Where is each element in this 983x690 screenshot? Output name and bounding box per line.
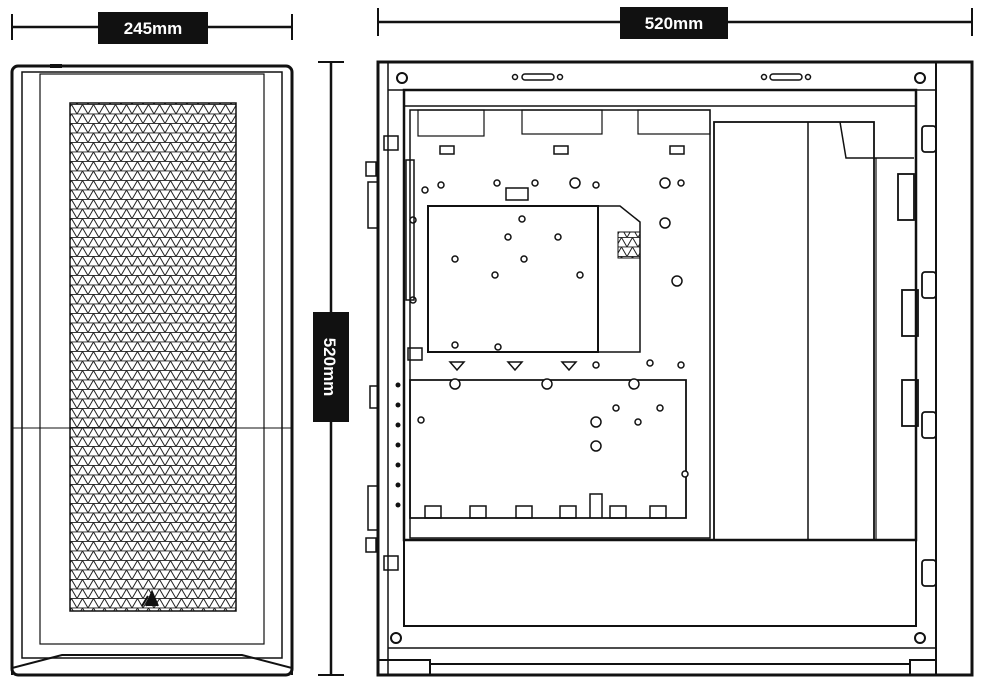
lower-cutout [409, 379, 687, 519]
cpu-cutout [427, 205, 599, 353]
corner-screws [390, 72, 926, 644]
standoffs [409, 177, 689, 478]
side-feet [377, 659, 936, 675]
height-dimension: 520mm [313, 61, 349, 676]
front-mesh-panel [69, 102, 237, 612]
front-feet [11, 654, 293, 675]
case-side-view [365, 60, 974, 677]
height-label: 520mm [320, 338, 339, 397]
width-label: 245mm [124, 19, 183, 38]
length-dimension: 520mm [377, 7, 973, 39]
width-dimension: 245mm [11, 12, 293, 44]
psu-chamber [403, 539, 917, 627]
corsair-logo [141, 589, 159, 607]
length-label: 520mm [645, 14, 704, 33]
case-front-view [10, 64, 294, 677]
